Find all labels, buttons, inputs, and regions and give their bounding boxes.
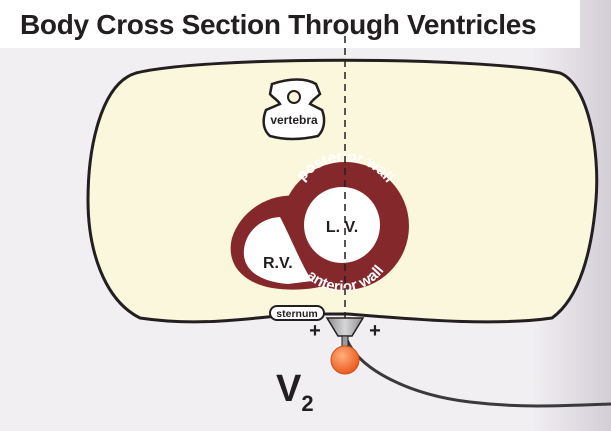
lead-name-main: V bbox=[276, 368, 302, 410]
sternum-shape bbox=[269, 305, 325, 321]
vertebra-shape bbox=[262, 78, 326, 141]
diagram-title: Body Cross Section Through Ventricles bbox=[20, 9, 537, 40]
electrode-ball bbox=[330, 345, 360, 375]
lv-label: L. V. bbox=[326, 219, 358, 236]
electrode-cup bbox=[325, 317, 365, 337]
lead-name: V2 bbox=[276, 368, 314, 416]
plus-right-sign: + bbox=[369, 320, 381, 342]
lead-name-subscript: 2 bbox=[301, 391, 313, 416]
sternum-label: sternum bbox=[276, 308, 317, 320]
lv-chamber bbox=[304, 187, 380, 263]
title-band: Body Cross Section Through Ventricles bbox=[0, 0, 580, 48]
spinal-canal bbox=[287, 90, 301, 104]
vertebra-label: vertebra bbox=[270, 113, 318, 127]
plus-left-sign: + bbox=[309, 320, 321, 342]
electrode-lead-wire bbox=[345, 339, 611, 408]
rv-label: R.V. bbox=[263, 255, 293, 272]
rv-chamber bbox=[243, 217, 312, 284]
